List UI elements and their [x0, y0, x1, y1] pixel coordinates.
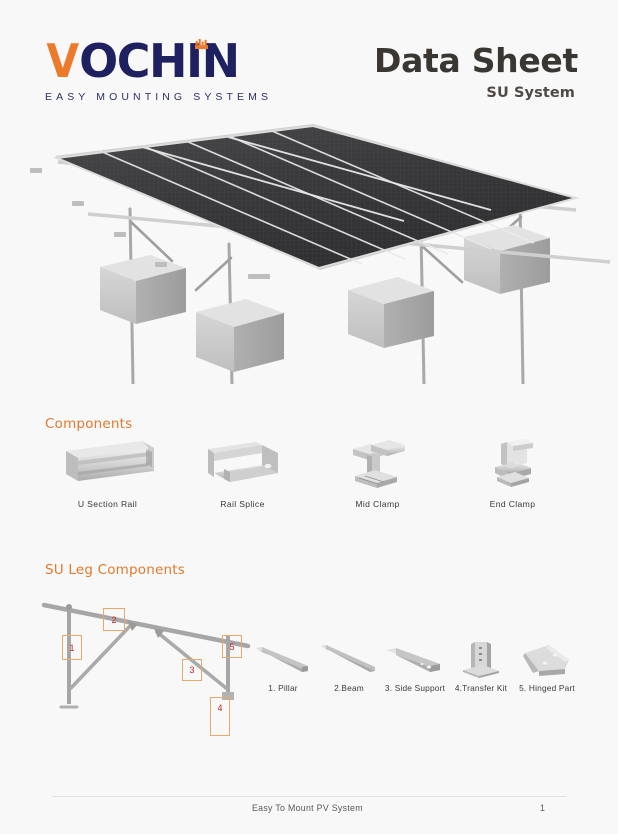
footer-text: Easy To Mount PV System: [252, 803, 363, 813]
leg-part-item: 2.Beam: [316, 640, 382, 702]
side-support-icon: [382, 640, 448, 680]
components-section-title: Components: [45, 416, 133, 432]
component-item: End Clamp: [445, 436, 580, 521]
component-label: End Clamp: [489, 499, 536, 509]
component-label: Mid Clamp: [355, 499, 400, 509]
leg-parts-row: 1. Pillar 2.Beam: [250, 640, 580, 702]
solar-panel-dot-icon: [195, 39, 208, 49]
end-clamp-icon: [445, 436, 580, 494]
rail-splice-icon: [175, 436, 310, 494]
callout-number: 3: [189, 665, 195, 675]
pv-panel-array: [53, 124, 580, 270]
hinged-part-icon: [514, 640, 580, 680]
leg-part-item: 5. Hinged Part: [514, 640, 580, 702]
leg-part-item: 4.Transfer Kit: [448, 640, 514, 702]
callout-2[interactable]: 2: [103, 608, 125, 631]
component-item: Rail Splice: [175, 436, 310, 521]
leg-part-label: 5. Hinged Part: [519, 683, 575, 693]
logo-v-letter: V: [46, 34, 79, 88]
page-subtitle: SU System: [486, 84, 575, 101]
footer-divider: [52, 796, 566, 797]
logo-tagline: EASY MOUNTING SYSTEMS: [45, 91, 273, 103]
leg-part-label: 1. Pillar: [268, 683, 298, 693]
page-title: Data Sheet: [374, 41, 578, 80]
leg-part-label: 2.Beam: [334, 683, 364, 693]
brand-logo: VOCHIN EASY MOUNTING SYSTEMS: [45, 38, 305, 103]
callout-3[interactable]: 3: [182, 659, 202, 681]
logo-wordmark-rest: OCHIN: [79, 34, 240, 88]
component-label: U Section Rail: [77, 499, 138, 509]
page-header: VOCHIN EASY MOUNTING SYSTEMS Data Sheet …: [0, 0, 618, 125]
component-item: Mid Clamp: [310, 436, 445, 521]
callout-number: 4: [217, 703, 223, 713]
callout-number: 5: [229, 641, 235, 652]
su-leg-schematic: [41, 602, 251, 709]
leg-components-section-title: SU Leg Components: [45, 562, 186, 578]
beam-icon: [316, 640, 382, 680]
mid-clamp-icon: [310, 436, 445, 494]
callout-4[interactable]: 4: [210, 697, 230, 736]
u-section-rail-icon: [40, 436, 175, 494]
callout-number: 2: [111, 614, 117, 625]
pillar-icon: [250, 640, 316, 680]
leg-part-item: 1. Pillar: [250, 640, 316, 702]
solar-array-render: [30, 124, 611, 384]
components-row: U Section Rail: [40, 436, 580, 521]
callout-5[interactable]: 5: [222, 635, 242, 658]
footer-page-number: 1: [540, 803, 545, 813]
leg-part-item: 3. Side Support: [382, 640, 448, 702]
logo-wordmark: VOCHIN: [45, 38, 305, 84]
callout-1[interactable]: 1: [62, 635, 82, 660]
su-leg-diagram: 1 2 3 4 5: [36, 588, 266, 748]
component-item: U Section Rail: [40, 436, 175, 521]
document-title-block: Data Sheet SU System: [374, 41, 578, 101]
foundation-blocks: [100, 225, 550, 372]
hero-solar-array-image: [0, 122, 618, 384]
leg-part-label: 3. Side Support: [384, 683, 446, 693]
callout-number: 1: [69, 642, 75, 653]
component-label: Rail Splice: [220, 499, 265, 509]
transfer-kit-icon: [448, 640, 514, 680]
leg-part-label: 4.Transfer Kit: [454, 683, 508, 693]
